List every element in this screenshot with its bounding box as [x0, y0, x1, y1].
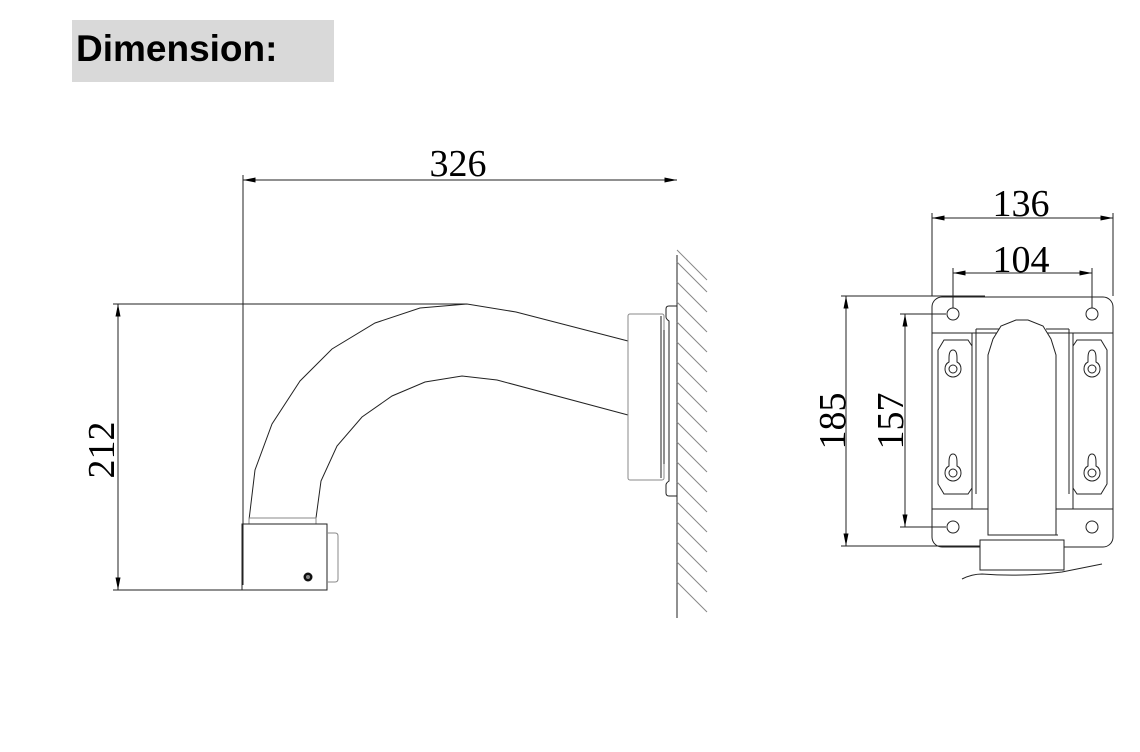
arm-front — [987, 319, 1057, 536]
wall-mount-plate — [627, 313, 665, 481]
break-line — [961, 563, 1103, 580]
dimension-label-326: 326 — [430, 143, 487, 185]
keyhole-slots — [944, 349, 1101, 482]
right-strip — [1072, 339, 1108, 495]
arm-collar — [248, 517, 317, 525]
arm-outer-edge — [248, 303, 629, 521]
dimension-label-157: 157 — [870, 393, 912, 450]
mounting-holes — [946, 307, 1099, 534]
arm-inner-edge — [315, 375, 629, 519]
dimension-label-136: 136 — [993, 183, 1050, 225]
left-strip — [937, 339, 973, 495]
arm-collar-front — [979, 539, 1065, 571]
front-view: 136 104 185 157 — [812, 183, 1114, 580]
mount-clip — [327, 532, 339, 583]
dimension-label-185: 185 — [812, 393, 854, 450]
bracket-plate — [665, 305, 677, 497]
side-view: 326 212 — [81, 143, 708, 618]
wall-hatching — [676, 249, 708, 613]
section-heading: Dimension: — [72, 20, 334, 82]
section-title: Dimension: — [76, 28, 278, 69]
dimension-label-104: 104 — [993, 239, 1050, 281]
camera-mount-block — [241, 523, 328, 591]
dimension-label-212: 212 — [81, 422, 123, 479]
